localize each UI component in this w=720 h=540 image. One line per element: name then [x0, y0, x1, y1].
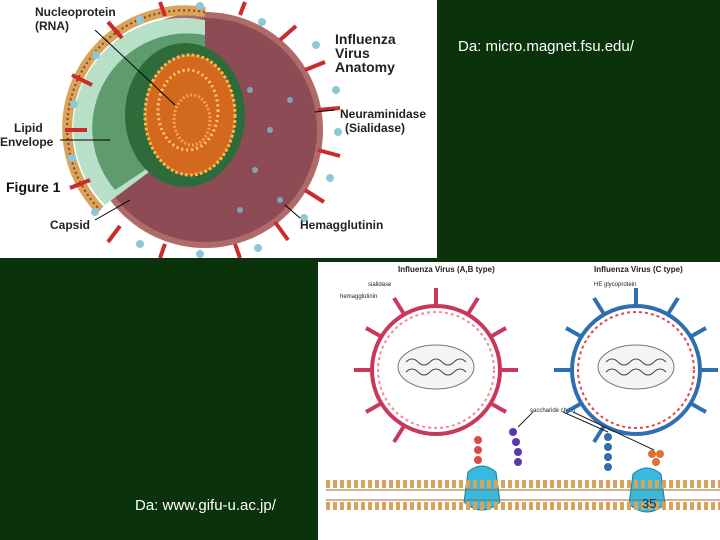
hemagglutinin-label: Hemagglutinin	[300, 218, 383, 232]
virus-binding-figure: Influenza Virus (A,B type) Influenza Vir…	[318, 262, 720, 540]
virus-anatomy-illustration: Nucleoprotein (RNA) Influenza Virus Anat…	[0, 0, 437, 258]
source-credit-bottom: Da: www.gifu-u.ac.jp/	[135, 496, 285, 516]
ab-type-title: Influenza Virus (A,B type)	[398, 265, 495, 274]
capsid-label: Capsid	[50, 218, 90, 232]
envelope-label: Envelope	[0, 135, 54, 149]
slide-number: 35	[642, 496, 656, 511]
sialidase-label: (Sialidase)	[345, 121, 405, 135]
sialidase-label: sialidase	[368, 282, 392, 288]
neuraminidase-label: Neuraminidase	[340, 107, 426, 121]
ab-type-virus	[354, 288, 518, 442]
c-type-title: Influenza Virus (C type)	[594, 265, 683, 274]
influenza-anatomy-figure: Nucleoprotein (RNA) Influenza Virus Anat…	[0, 0, 437, 258]
nucleoprotein-label: Nucleoprotein	[35, 5, 116, 19]
anatomy-title-line3: Anatomy	[335, 59, 395, 75]
rna-label: (RNA)	[35, 19, 69, 33]
he-glycoprotein-label: HE glycoprotein	[594, 282, 636, 288]
hemagglutinin-label: hemagglutinin	[340, 294, 377, 300]
figure-caption: Figure 1	[6, 179, 61, 195]
source-credit-top: Da: micro.magnet.fsu.edu/	[458, 38, 634, 55]
virus-binding-illustration: Influenza Virus (A,B type) Influenza Vir…	[318, 262, 720, 540]
lipid-label: Lipid	[14, 121, 43, 135]
